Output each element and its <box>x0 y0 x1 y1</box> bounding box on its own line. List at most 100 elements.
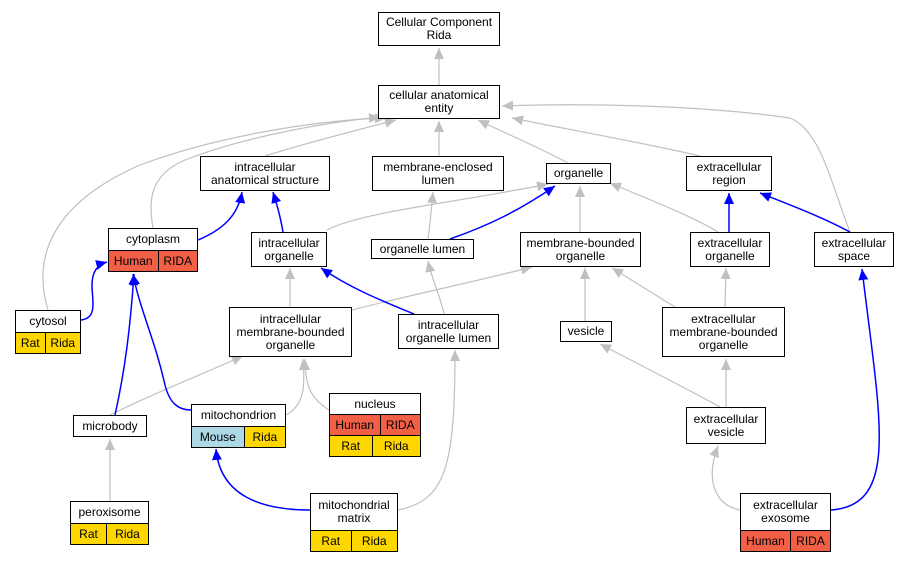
tag-human: Human <box>741 531 791 551</box>
node-intracellular-organelle-lumen[interactable]: intracellular organelle lumen <box>398 314 499 349</box>
node-organelle-lumen[interactable]: organelle lumen <box>371 239 474 259</box>
node-label: cytoplasm <box>125 232 181 246</box>
node-membrane-bounded-organelle[interactable]: membrane-bounded organelle <box>520 232 641 267</box>
node-label: intracellular organelle lumen <box>405 317 492 345</box>
edge-cytosol-to-cytoplasm <box>80 260 108 321</box>
node-label: vesicle <box>567 324 605 338</box>
node-microbody[interactable]: microbody <box>73 415 147 437</box>
node-label: extracellular membrane-bounded organelle <box>669 311 778 352</box>
node-label: mitochondrion <box>200 408 277 422</box>
tag-human: Human <box>109 251 158 271</box>
node-extracellular-vesicle[interactable]: extracellular vesicle <box>686 407 766 444</box>
edge-extracellular-space-to-cellular-anatomical-entity <box>501 100 851 233</box>
edge-extracellular-exosome-to-extracellular-vesicle <box>709 445 741 511</box>
node-cellular-anatomical-entity[interactable]: cellular anatomical entity <box>378 85 500 119</box>
edge-extracellular-space-to-extracellular-region <box>759 192 851 233</box>
edge-extracellular-vesicle-to-vesicle <box>599 343 721 408</box>
tag-rat: Rat <box>71 524 106 544</box>
node-label: intracellular anatomical structure <box>210 159 320 187</box>
tag-rida: Rida <box>371 436 420 456</box>
node-extracellular-membrane-bounded-organelle[interactable]: extracellular membrane-bounded organelle <box>662 307 785 357</box>
edge-mitochondrion-to-cytoplasm <box>130 273 192 411</box>
node-label: intracellular membrane-bounded organelle <box>236 311 345 352</box>
tag-rida: Rida <box>44 333 80 353</box>
edge-microbody-to-intracellular-membrane-bounded-organelle <box>109 355 244 416</box>
edge-extracellular-organelle-to-organelle <box>609 182 719 233</box>
node-label: extracellular vesicle <box>693 411 759 439</box>
tag-rida: RIDA <box>790 531 831 551</box>
node-label: intracellular organelle <box>258 235 320 263</box>
edge-intracellular-organelle-to-intracellular-anatomical-structure <box>271 191 284 233</box>
node-label: membrane-enclosed lumen <box>383 159 493 187</box>
node-label: membrane-bounded organelle <box>526 235 635 263</box>
edge-mitochondrial-matrix-to-intracellular-organelle-lumen <box>397 349 460 511</box>
node-extracellular-region[interactable]: extracellular region <box>686 156 772 191</box>
node-label: cytosol <box>29 314 67 328</box>
edge-cytosol-to-cellular-anatomical-entity <box>42 113 387 311</box>
edge-nucleus-to-intracellular-membrane-bounded-organelle <box>300 358 330 411</box>
node-membrane-enclosed-lumen[interactable]: membrane-enclosed lumen <box>372 156 504 191</box>
edge-organelle-lumen-to-organelle <box>449 185 556 240</box>
edge-intracellular-membrane-bounded-organelle-to-membrane-bounded-organelle <box>351 264 533 311</box>
tag-rat: Rat <box>330 436 372 456</box>
node-label: organelle lumen <box>379 241 466 256</box>
edge-extracellular-membrane-bounded-organelle-to-extracellular-organelle <box>720 267 731 308</box>
node-label: microbody <box>82 418 138 433</box>
edge-intracellular-organelle-lumen-to-organelle-lumen <box>425 260 445 315</box>
edge-organelle-to-cellular-anatomical-entity <box>477 119 569 164</box>
edge-intracellular-organelle-lumen-to-intracellular-organelle <box>320 267 415 315</box>
edge-cytoplasm-to-cellular-anatomical-entity <box>150 113 381 229</box>
edge-mitochondrial-matrix-to-mitochondrion <box>211 448 311 511</box>
edge-organelle-lumen-to-membrane-enclosed-lumen <box>426 191 437 240</box>
node-label: cellular anatomical entity <box>389 88 489 115</box>
node-intracellular-anatomical-structure[interactable]: intracellular anatomical structure <box>200 156 330 191</box>
node-intracellular-organelle[interactable]: intracellular organelle <box>251 232 327 267</box>
node-organelle[interactable]: organelle <box>546 163 611 184</box>
node-label: extracellular exosome <box>753 498 818 525</box>
node-cellular-component[interactable]: Cellular Component Rida <box>378 12 500 46</box>
edge-intracellular-organelle-to-organelle <box>326 181 549 231</box>
node-label: nucleus <box>354 396 396 411</box>
node-label: organelle <box>553 166 604 180</box>
edge-extracellular-region-to-cellular-anatomical-entity <box>511 115 701 157</box>
node-vesicle[interactable]: vesicle <box>560 321 612 342</box>
tag-rat: Rat <box>16 333 45 353</box>
tag-rida: Rida <box>243 427 285 447</box>
node-label: Cellular Component Rida <box>385 15 493 42</box>
tag-rat: Rat <box>311 531 351 551</box>
tag-rida: Rida <box>350 531 397 551</box>
node-extracellular-space[interactable]: extracellular space <box>814 232 894 267</box>
edge-microbody-to-cytoplasm <box>114 273 139 416</box>
node-label: peroxisome <box>78 505 141 519</box>
node-label: extracellular organelle <box>697 235 763 263</box>
node-extracellular-organelle[interactable]: extracellular organelle <box>690 232 770 267</box>
tag-rida: RIDA <box>379 415 421 435</box>
edge-extracellular-membrane-bounded-organelle-to-membrane-bounded-organelle <box>611 267 681 311</box>
edge-mitochondrion-to-intracellular-membrane-bounded-organelle <box>285 358 309 416</box>
node-intracellular-membrane-bounded-organelle[interactable]: intracellular membrane-bounded organelle <box>229 307 352 357</box>
node-label: extracellular region <box>696 159 762 187</box>
tag-rida: Rida <box>106 524 148 544</box>
edge-cytoplasm-to-intracellular-anatomical-structure <box>197 191 246 241</box>
edge-intracellular-anatomical-structure-to-cellular-anatomical-entity <box>264 117 397 157</box>
node-label: mitochondrial matrix <box>318 498 390 525</box>
tag-mouse: Mouse <box>192 427 244 447</box>
node-label: extracellular space <box>821 235 887 263</box>
tag-human: Human <box>330 415 380 435</box>
